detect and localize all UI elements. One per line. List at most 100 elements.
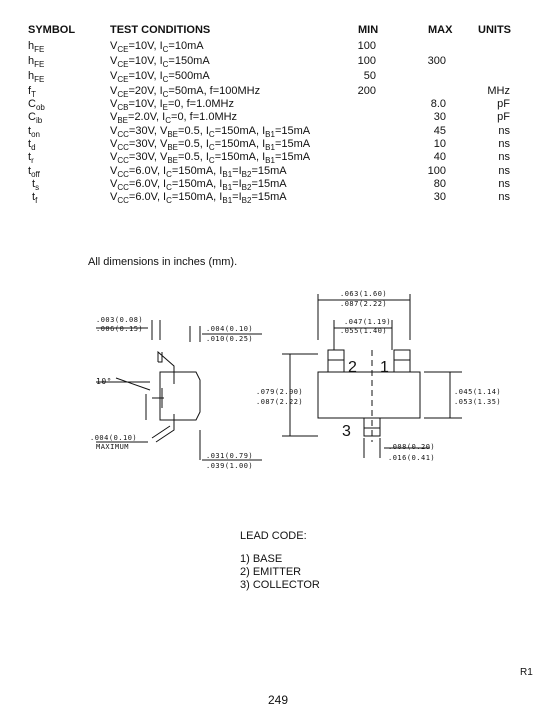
table-row: tr VCC=30V, VBE=0.5, IC=150mA, IB1=15mA 40…: [0, 151, 560, 165]
header-min: MIN: [358, 24, 379, 36]
row-conditions: VCC=30V, VBE=0.5, IC=150mA, IB1=15mA: [110, 138, 311, 152]
table-row: hFE VCE=10V, IC=10mA 100: [0, 40, 560, 54]
dim-side-c-2: MAXIMUM: [96, 443, 129, 451]
dim-right-1: .045(1.14): [454, 388, 501, 396]
dim-pin-width-1: .047(1.19): [344, 318, 391, 326]
row-max: 40: [433, 151, 446, 163]
revision-code: R1: [520, 667, 533, 678]
row-max: 10: [433, 138, 446, 150]
row-symbol: fT: [28, 85, 36, 99]
dim-side-a-1: .003(0.08): [96, 316, 143, 324]
lead-code-item: 1) BASE: [240, 553, 283, 565]
row-symbol: toff: [28, 165, 40, 179]
dim-side-d-1: .031(0.79): [206, 452, 253, 460]
table-row: ts VCC=6.0V, IC=150mA, IB1=IB2=15mA 80 ns: [0, 178, 560, 192]
dimensions-note: All dimensions in inches (mm).: [88, 256, 238, 268]
row-symbol: Cob: [28, 98, 45, 112]
side-lead-upper: [157, 350, 175, 384]
dim-bottom-1: .008(0.20): [388, 443, 435, 451]
row-max: 30: [433, 191, 446, 203]
row-conditions: VCC=6.0V, IC=150mA, IB1=IB2=15mA: [110, 178, 287, 192]
row-max: 300: [427, 55, 446, 67]
dim-side-a-2: .006(0.15): [96, 325, 143, 333]
row-conditions: VBE=2.0V, IC=0, f=1.0MHz: [110, 111, 238, 125]
row-units: ns: [498, 165, 510, 177]
row-symbol: hFE: [28, 40, 45, 54]
dim-right-2: .053(1.35): [454, 398, 501, 406]
row-symbol: tr: [28, 151, 34, 165]
table-row: Cob VCB=10V, IE=0, f=1.0MHz 8.0 pF: [0, 98, 560, 112]
row-symbol: hFE: [28, 70, 45, 84]
top-body-outline: [317, 371, 421, 419]
row-min: 100: [357, 55, 376, 67]
row-units: ns: [498, 191, 510, 203]
row-symbol: hFE: [28, 55, 45, 69]
row-max: 45: [433, 125, 446, 137]
lead-code-title: LEAD CODE:: [240, 530, 307, 542]
dim-side-c-1: .004(0.10): [90, 434, 137, 442]
header-test-conditions: TEST CONDITIONS: [110, 24, 211, 36]
header-units: UNITS: [478, 24, 511, 36]
table-row: td VCC=30V, VBE=0.5, IC=150mA, IB1=15mA 10…: [0, 138, 560, 152]
pin-label-3: 3: [342, 423, 351, 440]
row-symbol: tf: [32, 191, 38, 205]
row-units: ns: [498, 151, 510, 163]
row-symbol: ts: [32, 178, 40, 192]
row-conditions: VCE=20V, IC=50mA, f=100MHz: [110, 85, 261, 99]
pin-label-1: 1: [380, 359, 389, 376]
row-units: ns: [498, 138, 510, 150]
table-row: hFE VCE=10V, IC=150mA 100 300: [0, 55, 560, 69]
row-conditions: VCC=6.0V, IC=150mA, IB1=IB2=15mA: [110, 165, 287, 179]
package-drawing: .003(0.08) .006(0.15) .004(0.10) .010(0.…: [90, 290, 501, 470]
pin-3-pad: [363, 417, 381, 437]
dim-top-width-1: .063(1.60): [340, 290, 387, 298]
page-number: 249: [268, 693, 289, 707]
row-symbol: Cib: [28, 111, 43, 125]
pin-1-pad: [393, 349, 411, 373]
table-row: hFE VCE=10V, IC=500mA 50: [0, 70, 560, 84]
pin-2-pad: [327, 349, 345, 373]
dim-bottom-2: .016(0.41): [388, 454, 435, 462]
side-body-outline: [159, 371, 201, 421]
dim-pin-width-2: .055(1.40): [340, 327, 387, 335]
row-max: 80: [433, 178, 446, 190]
row-units: pF: [497, 98, 510, 110]
dim-side-b-2: .010(0.25): [206, 335, 253, 343]
row-conditions: VCC=30V, VBE=0.5, IC=150mA, IB1=15mA: [110, 151, 311, 165]
row-min: 50: [363, 70, 376, 82]
row-conditions: VCE=10V, IC=10mA: [110, 40, 204, 54]
row-symbol: ton: [28, 125, 40, 139]
dim-body-height-1: .079(2.00): [256, 388, 303, 396]
row-units: ns: [498, 178, 510, 190]
dim-angle: 10°: [96, 377, 112, 386]
header-symbol: SYMBOL: [28, 24, 76, 36]
lead-code-item: 3) COLLECTOR: [240, 579, 320, 591]
table-row: tf VCC=6.0V, IC=150mA, IB1=IB2=15mA 30 ns: [0, 191, 560, 205]
header-max: MAX: [428, 24, 453, 36]
table-row: Cib VBE=2.0V, IC=0, f=1.0MHz 30 pF: [0, 111, 560, 125]
row-max: 30: [433, 111, 446, 123]
table-row: toff VCC=6.0V, IC=150mA, IB1=IB2=15mA 100 n…: [0, 165, 560, 179]
row-conditions: VCB=10V, IE=0, f=1.0MHz: [110, 98, 235, 112]
row-units: ns: [498, 125, 510, 137]
table-row: fT VCE=20V, IC=50mA, f=100MHz 200 MHz: [0, 85, 560, 99]
pin-label-2: 2: [348, 359, 357, 376]
dim-body-height-2: .087(2.22): [256, 398, 303, 406]
row-units: MHz: [487, 85, 510, 97]
table-row: ton VCC=30V, VBE=0.5, IC=150mA, IB1=15mA 4…: [0, 125, 560, 139]
lead-code-item: 2) EMITTER: [240, 566, 302, 578]
row-conditions: VCC=30V, VBE=0.5, IC=150mA, IB1=15mA: [110, 125, 311, 139]
dim-side-b-1: .004(0.10): [206, 325, 253, 333]
row-conditions: VCC=6.0V, IC=150mA, IB1=IB2=15mA: [110, 191, 287, 205]
row-max: 8.0: [430, 98, 446, 110]
row-conditions: VCE=10V, IC=150mA: [110, 55, 210, 69]
row-symbol: td: [28, 138, 36, 152]
dim-side-d-2: .039(1.00): [206, 462, 253, 470]
dim-top-width-2: .087(2.22): [340, 300, 387, 308]
row-max: 100: [427, 165, 446, 177]
row-min: 200: [357, 85, 376, 97]
row-conditions: VCE=10V, IC=500mA: [110, 70, 210, 84]
row-min: 100: [357, 40, 376, 52]
side-lead-lower: [151, 414, 175, 443]
row-units: pF: [497, 111, 510, 123]
